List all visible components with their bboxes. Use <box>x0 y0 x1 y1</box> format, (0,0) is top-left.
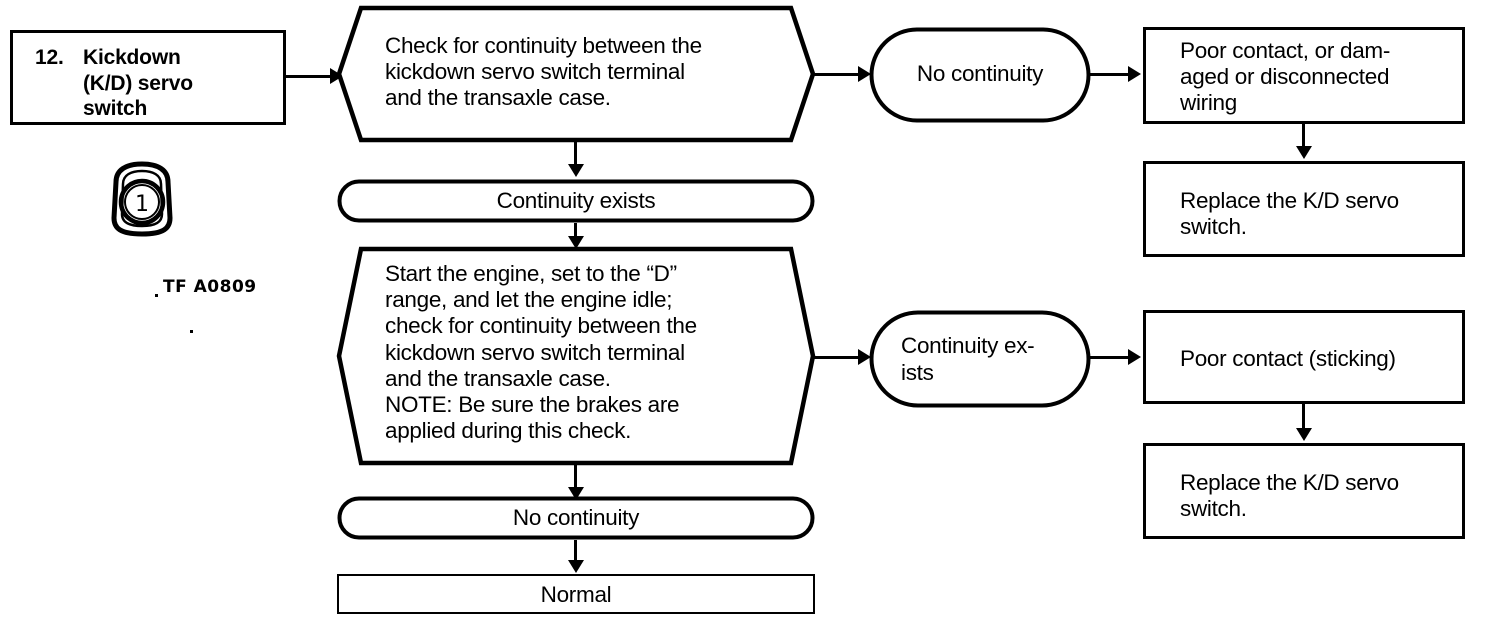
continuity-exists-node-2: Continuity ex- ists <box>869 310 1091 408</box>
check-continuity-hexagon: Check for continuity between the kickdow… <box>336 5 816 143</box>
connector-start-engine-to-no-continuity <box>574 463 577 493</box>
poor-contact-sticking-node: Poor contact (sticking) <box>1143 310 1465 404</box>
connector-poor-contact-sticking-to-replace-2 <box>1302 404 1305 432</box>
continuity-exists-label-1: Continuity exists <box>496 188 656 213</box>
arrowhead-poor-contact-sticking-to-replace-2 <box>1296 428 1312 441</box>
stray-dot-below-figure <box>190 330 193 333</box>
connector-check-to-no-continuity-1 <box>812 73 864 76</box>
arrowhead-check-to-continuity-exists <box>568 164 584 177</box>
arrowhead-check-to-no-continuity-1 <box>858 66 871 82</box>
arrowhead-start-engine-to-continuity-exists-2 <box>858 349 871 365</box>
connector-check-to-continuity-exists <box>574 140 577 170</box>
item-title-box: 12. Kickdown (K/D) servo switch <box>10 30 286 125</box>
start-engine-check-hexagon: Start the engine, set to the “D” range, … <box>336 246 816 466</box>
figure-code-leading-dot <box>155 294 158 297</box>
arrowhead-no-continuity-to-normal <box>568 560 584 573</box>
arrowhead-no-continuity-to-poor-contact <box>1128 66 1141 82</box>
item-number: 12. <box>35 46 64 69</box>
arrowhead-poor-contact-to-replace-1 <box>1296 146 1312 159</box>
connector-start-engine-to-continuity-exists-2 <box>812 356 864 359</box>
arrowhead-continuity-to-start-engine <box>568 236 584 249</box>
continuity-exists-node-1: Continuity exists <box>337 179 815 223</box>
normal-node: Normal <box>337 574 815 614</box>
part-figure-code: TF A0809 <box>163 277 257 297</box>
kd-servo-switch-connector-illustration: 1 <box>96 156 188 248</box>
connector-poor-contact-to-replace-1 <box>1302 124 1305 150</box>
replace-switch-text-2: Replace the K/D servo switch. <box>1180 470 1399 522</box>
connector-icon: 1 <box>111 161 173 237</box>
normal-label: Normal <box>540 582 612 607</box>
no-continuity-label-2: No continuity <box>512 505 640 530</box>
arrowhead-continuity-exists-to-poor-contact-sticking <box>1128 349 1141 365</box>
connector-no-continuity-to-normal <box>574 540 577 565</box>
item-title: Kickdown (K/D) servo switch <box>83 46 193 121</box>
poor-contact-sticking-text: Poor contact (sticking) <box>1180 346 1396 371</box>
connector-title-to-check <box>286 75 332 78</box>
replace-switch-text-1: Replace the K/D servo switch. <box>1180 188 1399 240</box>
terminal-number-1: 1 <box>135 192 149 217</box>
connector-continuity-to-start-engine <box>574 223 577 245</box>
no-continuity-node-2: No continuity <box>337 496 815 540</box>
no-continuity-node-1: No continuity <box>869 27 1091 123</box>
no-continuity-label-1: No continuity <box>916 61 1044 86</box>
poor-contact-wiring-text: Poor contact, or dam- aged or disconnect… <box>1180 38 1391 116</box>
start-engine-check-text: Start the engine, set to the “D” range, … <box>385 261 697 444</box>
replace-switch-node-1: Replace the K/D servo switch. <box>1143 161 1465 257</box>
connector-continuity-exists-to-poor-contact-sticking <box>1089 356 1131 359</box>
check-continuity-text: Check for continuity between the kickdow… <box>385 33 702 111</box>
poor-contact-wiring-node: Poor contact, or dam- aged or disconnect… <box>1143 27 1465 124</box>
continuity-exists-label-2: Continuity ex- ists <box>901 333 1035 385</box>
connector-no-continuity-to-poor-contact <box>1089 73 1131 76</box>
replace-switch-node-2: Replace the K/D servo switch. <box>1143 443 1465 539</box>
